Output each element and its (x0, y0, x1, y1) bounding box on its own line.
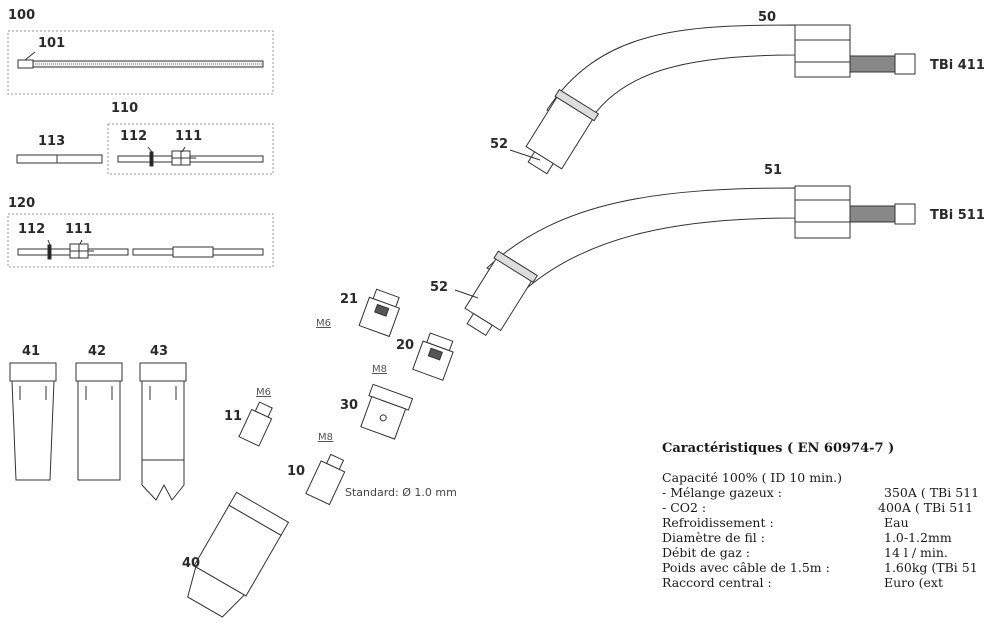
label-11: 11 (224, 409, 243, 424)
spec-value: 1.60kg (TBi 51 (884, 560, 978, 575)
label-111: 111 (175, 129, 203, 144)
spec-key: Refroidissement : (662, 515, 774, 530)
spec-value: 14 l / min. (884, 545, 948, 560)
label-51: 51 (764, 163, 783, 178)
liner-box-120 (7, 213, 274, 268)
label-21: 21 (340, 292, 359, 307)
label-52: 52 (490, 137, 509, 152)
spec-row: Refroidissement : Eau (662, 515, 992, 530)
spec-row: - CO2 : 400A ( TBi 511 (662, 500, 992, 515)
label-30: 30 (340, 398, 359, 413)
spec-key: - Mélange gazeux : (662, 485, 782, 500)
spec-value: 1.0-1.2mm (884, 530, 952, 545)
thread-m8-label: M8 (372, 364, 387, 375)
spec-row: Capacité 100% ( ID 10 min.) (662, 470, 992, 485)
label-40: 40 (182, 556, 201, 571)
label-112: 112 (18, 222, 46, 237)
label-52: 52 (430, 280, 449, 295)
label-42: 42 (88, 344, 107, 359)
spec-key: Capacité 100% ( ID 10 min.) (662, 470, 842, 485)
spec-value: Euro (ext (884, 575, 943, 590)
label-tbi-411: TBi 411 (930, 58, 985, 73)
label-113: 113 (38, 134, 66, 149)
label-41: 41 (22, 344, 41, 359)
spec-key: Raccord central : (662, 575, 772, 590)
label-20: 20 (396, 338, 415, 353)
spec-key: Diamètre de fil : (662, 530, 765, 545)
thread-m6-label: M6 (316, 318, 331, 329)
specifications-panel: Caractéristiques ( EN 60974-7 ) Capacité… (662, 441, 992, 623)
thread-m6-label: M6 (256, 387, 271, 398)
spec-row: Débit de gaz : 14 l / min. (662, 545, 992, 560)
spec-value: Eau (884, 515, 909, 530)
standard-wire-label: Standard: Ø 1.0 mm (345, 486, 457, 499)
label-50: 50 (758, 10, 777, 25)
spec-row: - Mélange gazeux : 350A ( TBi 511 (662, 485, 992, 500)
label-101: 101 (38, 36, 66, 51)
label-111: 111 (65, 222, 93, 237)
thread-m8-label: M8 (318, 432, 333, 443)
spec-value: 350A ( TBi 511 (884, 485, 980, 500)
spec-row: Poids avec câble de 1.5m : 1.60kg (TBi 51 (662, 560, 992, 575)
label-110: 110 (111, 101, 139, 116)
label-112: 112 (120, 129, 148, 144)
spec-row: Raccord central : Euro (ext (662, 575, 992, 590)
label-10: 10 (287, 464, 306, 479)
spec-key: - CO2 : (662, 500, 707, 515)
liner-box-100 (7, 30, 274, 95)
label-43: 43 (150, 344, 169, 359)
spec-row: Diamètre de fil : 1.0-1.2mm (662, 530, 992, 545)
label-120: 120 (8, 196, 36, 211)
liner-box-110 (107, 123, 274, 175)
spec-value: 400A ( TBi 511 (878, 500, 974, 515)
spec-key: Poids avec câble de 1.5m : (662, 560, 830, 575)
specifications-title: Caractéristiques ( EN 60974-7 ) (662, 441, 895, 456)
spec-key: Débit de gaz : (662, 545, 751, 560)
label-100: 100 (8, 8, 36, 23)
label-tbi-511: TBi 511 (930, 208, 985, 223)
